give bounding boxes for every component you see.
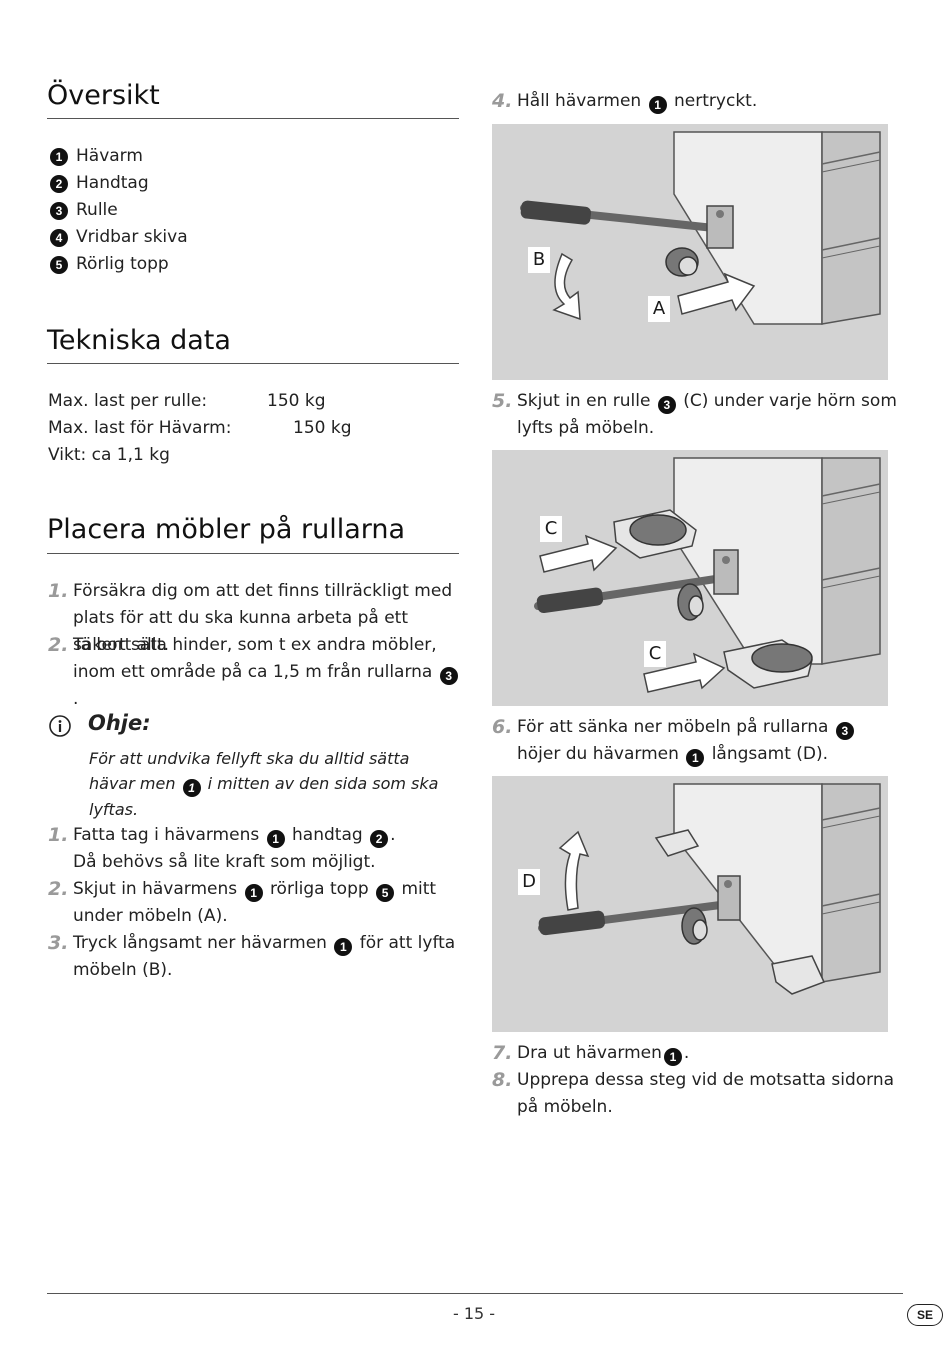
step-text: Dra ut hävarmen (517, 1043, 662, 1063)
callout-number: 2 (370, 830, 389, 848)
list-item: 4 Vridbar skiva (48, 224, 188, 251)
tech-divider (47, 363, 459, 364)
tech-row2-label: Max. last för Hävarm: (48, 418, 232, 438)
tech-row1-label: Max. last per rulle: (48, 391, 208, 411)
list-item-label: Handtag (76, 173, 149, 193)
step-text: mitt under möbeln (A). (73, 879, 437, 926)
callout-number: 4 (50, 228, 68, 247)
step-number: 6. (492, 716, 513, 738)
step-text: Tryck långsamt ner hävarmen (73, 933, 327, 953)
list-item-label: Rörlig topp (76, 254, 169, 274)
lift-step-1: 1. Fatta tag i hävarmens 1 handtag 2. Då … (48, 822, 463, 876)
step-text: handtag (292, 825, 363, 845)
step-text: höjer du hävarmen (517, 744, 679, 764)
list-item: 3 Rulle (48, 197, 188, 224)
placing-divider (47, 553, 459, 554)
step-text: För att sänka ner möbeln på rullarna (517, 717, 829, 737)
step-text: Ta bort alla hinder, som t ex andra möbl… (73, 635, 437, 682)
tech-title: Tekniska data (47, 325, 231, 356)
step-text: långsamt (D). (711, 744, 829, 764)
list-item-label: Rulle (76, 200, 118, 220)
step-text: nertryckt. (674, 91, 758, 111)
callout-number: 1 (266, 830, 285, 848)
overview-divider (47, 118, 459, 119)
callout-number: 2 (50, 174, 68, 193)
list-item-label: Hävarm (76, 146, 143, 166)
step-number: 8. (492, 1069, 513, 1091)
overview-list: 1 Hävarm 2 Handtag 3 Rulle 4 Vridbar skiva 5… (48, 143, 188, 278)
step-text: för att lyfta möbeln (B). (73, 933, 456, 980)
language-badge: SE (907, 1304, 943, 1326)
step-text: Håll hävarmen (517, 91, 642, 111)
callout-number: 3 (657, 396, 676, 414)
callout-number: 1 (50, 147, 68, 166)
step-text-end: . (390, 825, 396, 845)
callout-number: 1 (686, 749, 705, 767)
placing-title: Placera möbler på rullarna (47, 514, 406, 545)
step-number: 3. (48, 932, 69, 954)
step-number: 4. (492, 90, 513, 112)
step-8: 8. Upprepa dessa steg vid de motsatta si… (492, 1067, 902, 1121)
step-text-end: . (73, 689, 79, 709)
list-item: 2 Handtag (48, 170, 188, 197)
figure-label-c: C (644, 641, 666, 667)
step-number: 5. (492, 390, 513, 412)
note-body: För att undvika fellyft ska du alltid sä… (89, 746, 459, 822)
callout-number: 1 (648, 96, 667, 114)
info-icon (48, 714, 72, 738)
callout-number: 1 (663, 1048, 682, 1066)
step-text-end: . (683, 1043, 690, 1063)
step-text: Upprepa dessa steg vid de motsatta sidor… (517, 1070, 895, 1117)
step-number: 7. (492, 1042, 513, 1064)
callout-number: 5 (50, 255, 68, 274)
figure-lift-lever: B A (492, 124, 888, 380)
callout-number: 3 (50, 201, 68, 220)
figure-insert-rollers: C C (492, 450, 888, 706)
note-text: För att undvika fellyft ska du alltid sä… (89, 749, 410, 793)
callout-number: 1 (334, 938, 353, 956)
callout-number: 1 (182, 779, 201, 797)
page-number: - 15 - (453, 1304, 496, 1323)
tech-row3: Vikt: ca 1,1 kg (48, 445, 170, 465)
step-text: Försäkra dig om att det finns tillräckli… (73, 581, 453, 655)
step-number: 2. (48, 634, 69, 656)
step-number: 2. (48, 878, 69, 900)
figure-label-a: A (648, 296, 670, 322)
note-title: Ohje: (88, 711, 151, 735)
step-number: 1. (48, 580, 69, 602)
overview-title: Översikt (47, 80, 160, 111)
step-6: 6. För att sänka ner möbeln på rullarna … (492, 714, 902, 768)
placing-step-1: 1. Försäkra dig om att det finns tillräc… (48, 578, 463, 659)
footer-divider (47, 1293, 903, 1294)
list-item: 1 Hävarm (48, 143, 188, 170)
step-text: Skjut in en rulle (517, 391, 651, 411)
tech-row1-value: 150 kg (267, 391, 326, 411)
note-text-end: i mitten av den sida som ska lyftas. (89, 774, 439, 819)
callout-number: 3 (835, 722, 854, 740)
lift-step-2: 2. Skjut in hävarmens 1 rörliga topp 5 m… (48, 876, 463, 930)
callout-number: 1 (244, 884, 263, 902)
callout-number: 5 (376, 884, 395, 902)
step-5: 5. Skjut in en rulle 3 (C) under varje h… (492, 388, 902, 442)
tech-row2-value: 150 kg (293, 418, 352, 438)
step-text: (C) under varje hörn som lyfts på möbeln… (517, 391, 897, 438)
step-text: Skjut in hävarmens (73, 879, 238, 899)
lift-step-3: 3. Tryck långsamt ner hävarmen 1 för att… (48, 930, 463, 984)
step-4: 4. Håll hävarmen 1 nertryckt. (492, 88, 902, 115)
figure-lower-furniture: D (492, 776, 888, 1032)
callout-number: 3 (439, 667, 458, 685)
step-text: Fatta tag i hävarmens (73, 825, 260, 845)
list-item-label: Vridbar skiva (76, 227, 188, 247)
step-number: 1. (48, 824, 69, 846)
step-text: rörliga topp (269, 879, 369, 899)
step-text: Då behövs så lite kraft som möjligt. (73, 852, 376, 872)
placing-step-2: 2. Ta bort alla hinder, som t ex andra m… (48, 632, 463, 713)
figure-label-b: B (528, 247, 550, 273)
list-item: 5 Rörlig topp (48, 251, 188, 278)
figure-label-c: C (540, 516, 562, 542)
figure-label-d: D (518, 869, 540, 895)
